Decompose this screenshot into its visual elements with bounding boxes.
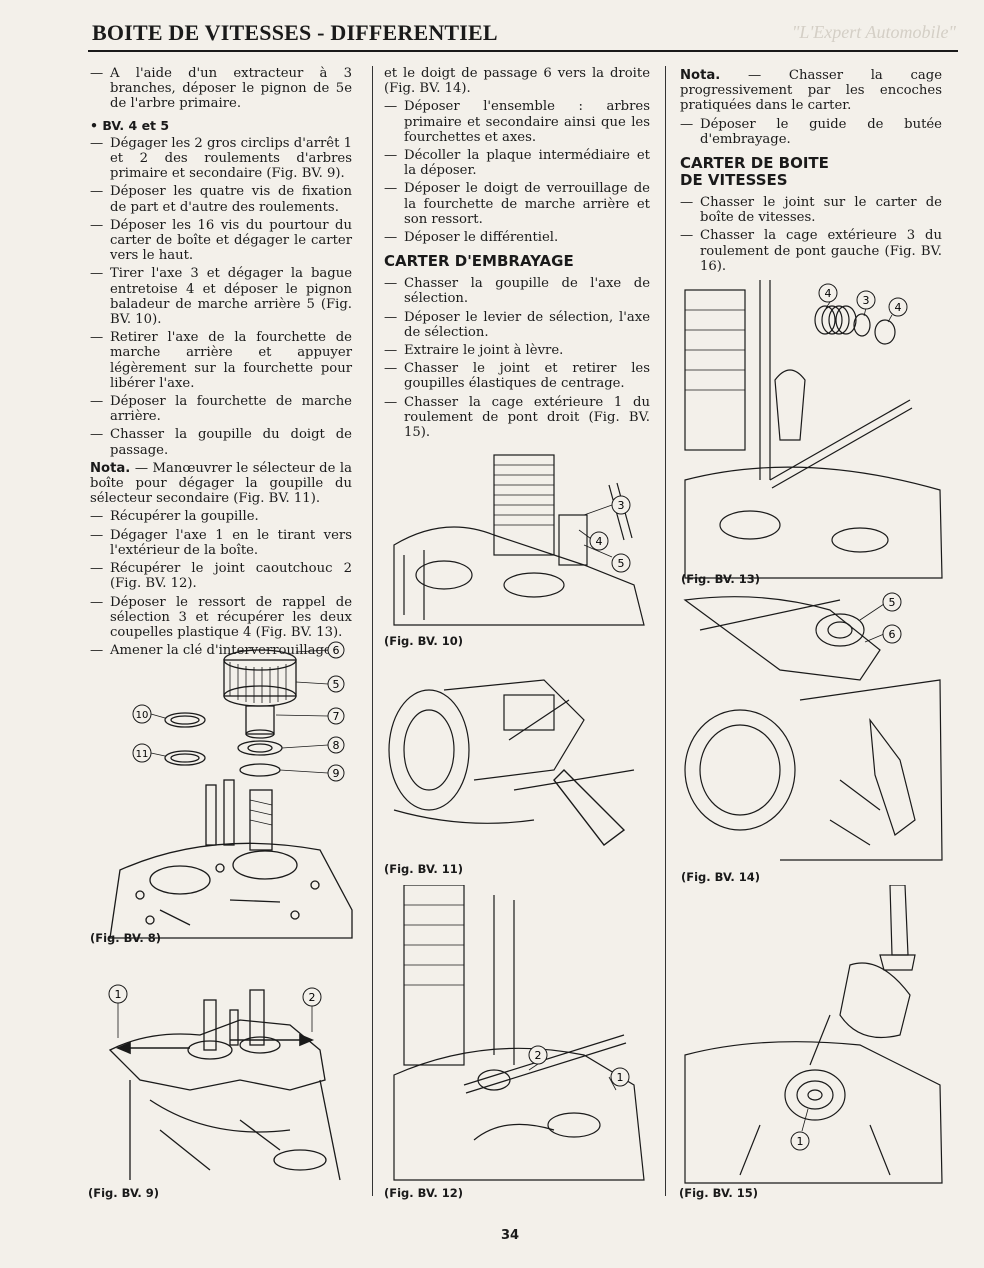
section-heading: CARTER D'EMBRAYAGE	[384, 252, 574, 271]
instruction-item: Déposer le levier de sélection, l'axe de…	[384, 310, 650, 340]
page-header: BOITE DE VITESSES - DIFFERENTIEL "L'Expe…	[88, 16, 958, 52]
figure-bv13: 4 3 4	[680, 280, 945, 580]
instruction-item: Retirer l'axe de la fourchette de marche…	[90, 330, 352, 391]
instruction-item: Amener la clé d'interverrouillage 5	[90, 643, 352, 658]
figure-caption: (Fig. BV. 11)	[384, 862, 464, 876]
instruction-item: Déposer le ressort de rappel de sélectio…	[90, 595, 352, 641]
callout-label: 9	[333, 767, 340, 780]
instruction-continuation: et le doigt de passage 6 vers la droite …	[384, 66, 650, 97]
callout-label: 4	[596, 535, 603, 548]
figure-bv14: 5 6	[680, 590, 945, 865]
callout-label: 2	[535, 1049, 542, 1062]
instruction-item: Déposer l'ensemble : arbres primaire et …	[384, 99, 650, 145]
section-subheading: • BV. 4 et 5	[90, 117, 170, 133]
instruction-item: Déposer les 16 vis du pourtour du carter…	[90, 218, 352, 264]
spring-cups-illustration: 4 3 4	[684, 280, 943, 579]
gear-shaft-illustration: 6 5 7 8 9 10 11	[109, 641, 353, 939]
instruction-item: Chasser la goupille de l'axe de sélectio…	[384, 276, 650, 306]
callout-label: 5	[889, 596, 896, 609]
callout-label: 6	[333, 644, 340, 657]
nota-label: Nota.	[90, 460, 131, 476]
callout-label: 4	[895, 301, 902, 314]
figure-bv15: 1	[680, 885, 945, 1185]
column-1: A l'aide d'un extracteur à 3 branches, d…	[90, 66, 352, 661]
figure-bv8: 6 5 7 8 9 10 11	[90, 640, 355, 940]
figure-caption: (Fig. BV. 12)	[384, 1186, 464, 1200]
nota-label: Nota.	[680, 68, 721, 83]
instruction-item: Chasser la cage extérieure 3 du roulemen…	[680, 228, 942, 274]
callout-label: 3	[618, 499, 625, 512]
column-divider	[665, 66, 666, 1196]
callout-label: 6	[889, 628, 896, 641]
callout-label: 5	[618, 557, 625, 570]
instruction-item: A l'aide d'un extracteur à 3 branches, d…	[90, 66, 352, 112]
instruction-item: Extraire le joint à lèvre.	[384, 343, 650, 358]
reverse-gear-illustration: 3 4 5	[393, 454, 645, 626]
callout-label: 1	[617, 1071, 624, 1084]
callout-label: 8	[333, 739, 340, 752]
callout-label: 7	[333, 710, 340, 723]
instruction-item: Déposer les quatre vis de fixation de pa…	[90, 184, 352, 214]
callout-label: 11	[136, 749, 149, 760]
figure-bv9: 1 2	[90, 980, 355, 1185]
instruction-item: Chasser la cage extérieure 1 du roulemen…	[384, 395, 650, 441]
callout-label: 2	[309, 991, 316, 1004]
publisher-name: "L'Expert Automobile"	[791, 22, 956, 42]
page-title: BOITE DE VITESSES - DIFFERENTIEL	[92, 20, 498, 45]
callout-label: 1	[115, 988, 122, 1001]
nota-text: — Manœuvrer le sélecteur de la boîte pou…	[90, 460, 352, 507]
figure-caption: (Fig. BV. 13)	[681, 572, 761, 586]
figure-bv10: 3 4 5	[384, 445, 652, 630]
heading-line: DE VITESSES	[680, 171, 788, 190]
instruction-item: Chasser le joint sur le carter de boîte …	[680, 195, 942, 225]
figure-bv11	[384, 660, 652, 855]
instruction-item: Récupérer le joint caoutchouc 2 (Fig. BV…	[90, 561, 352, 591]
selector-pin-illustration	[388, 679, 635, 846]
column-2: et le doigt de passage 6 vers la droite …	[384, 66, 650, 443]
heading-line: CARTER DE BOITE	[680, 154, 829, 173]
callout-label: 10	[136, 710, 149, 721]
figure-caption: (Fig. BV. 15)	[679, 1186, 759, 1200]
instruction-item: Dégager l'axe 1 en le tirant vers l'exté…	[90, 528, 352, 558]
callout-label: 3	[863, 294, 870, 307]
nota-text: — Chasser la cage progressivement par le…	[680, 68, 942, 114]
interlock-key-illustration: 5 6	[683, 592, 943, 861]
callout-label: 5	[333, 678, 340, 691]
instruction-item: Chasser le joint et retirer les goupille…	[384, 361, 650, 391]
figure-caption: (Fig. BV. 10)	[384, 634, 464, 648]
page-number: 34	[500, 1228, 520, 1243]
gearbox-housing-illustration: 1 2	[108, 984, 341, 1181]
bearing-cage-removal-illustration: 1	[684, 885, 943, 1184]
figure-caption: (Fig. BV. 8)	[90, 931, 162, 945]
instruction-item: Tirer l'axe 3 et dégager la bague entret…	[90, 266, 352, 327]
figure-caption: (Fig. BV. 14)	[681, 870, 761, 884]
callout-label: 1	[797, 1135, 804, 1148]
instruction-item: Déposer le différentiel.	[384, 230, 650, 245]
figure-bv12: 2 1	[384, 885, 652, 1185]
instruction-item: Décoller la plaque intermédiaire et la d…	[384, 148, 650, 178]
instruction-item: Déposer la fourchette de marche arrière.	[90, 394, 352, 424]
nota-paragraph: Nota. — Manœuvrer le sélecteur de la boî…	[90, 461, 352, 507]
nota-paragraph: Nota. — Chasser la cage progressivement …	[680, 68, 942, 114]
instruction-item: Récupérer la goupille.	[90, 509, 352, 524]
callout-label: 4	[825, 287, 832, 300]
shaft-removal-illustration: 2 1	[393, 885, 645, 1181]
instruction-item: Déposer le doigt de verrouillage de la f…	[384, 181, 650, 227]
column-3: Nota. — Chasser la cage progressivement …	[680, 66, 942, 277]
figure-caption: (Fig. BV. 9)	[88, 1186, 160, 1200]
instruction-item: Dégager les 2 gros circlips d'arrêt 1 et…	[90, 136, 352, 182]
instruction-item: Chasser la goupille du doigt de passage.	[90, 427, 352, 457]
instruction-item: Déposer le guide de butée d'embrayage.	[680, 117, 942, 147]
column-divider	[372, 66, 373, 1196]
